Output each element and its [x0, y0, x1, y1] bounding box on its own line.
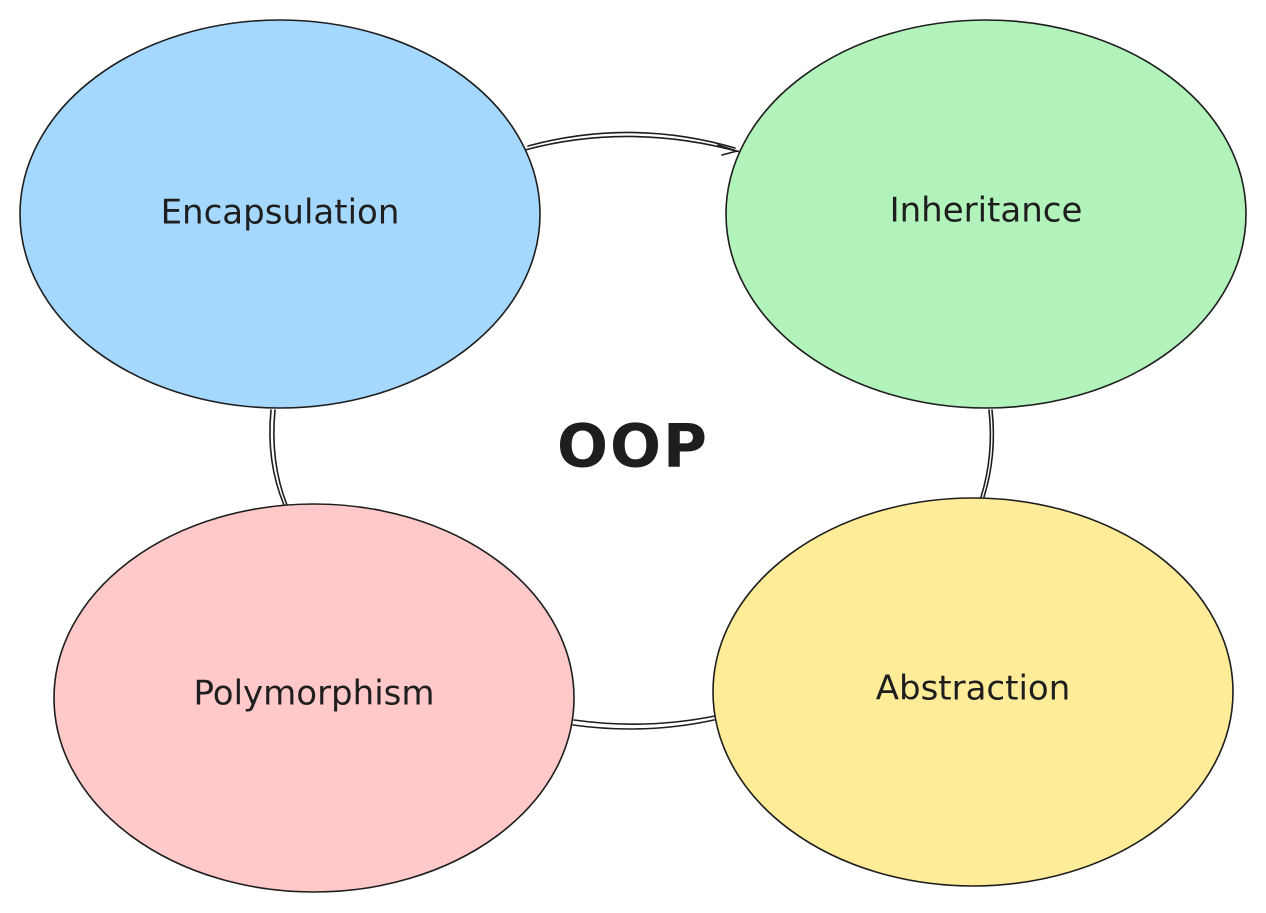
polymorphism-label: Polymorphism — [194, 674, 435, 714]
center-label: OOP — [557, 412, 709, 482]
abstraction-ellipse — [712, 497, 1234, 887]
abstraction-label: Abstraction — [876, 669, 1071, 709]
inheritance-ellipse — [725, 19, 1247, 409]
encapsulation-ellipse — [19, 19, 541, 409]
node-encapsulation[interactable]: Encapsulation — [19, 19, 541, 409]
connector-ring — [269, 131, 995, 730]
node-polymorphism[interactable]: Polymorphism — [53, 503, 575, 893]
inheritance-label: Inheritance — [890, 191, 1083, 231]
node-inheritance[interactable]: Inheritance — [725, 19, 1247, 409]
encapsulation-label: Encapsulation — [161, 193, 400, 233]
node-abstraction[interactable]: Abstraction — [712, 497, 1234, 887]
connector-bottom — [573, 715, 716, 725]
connector-left — [269, 409, 285, 506]
connector-right — [980, 409, 992, 498]
connector-top — [524, 135, 741, 153]
polymorphism-ellipse — [53, 503, 575, 893]
